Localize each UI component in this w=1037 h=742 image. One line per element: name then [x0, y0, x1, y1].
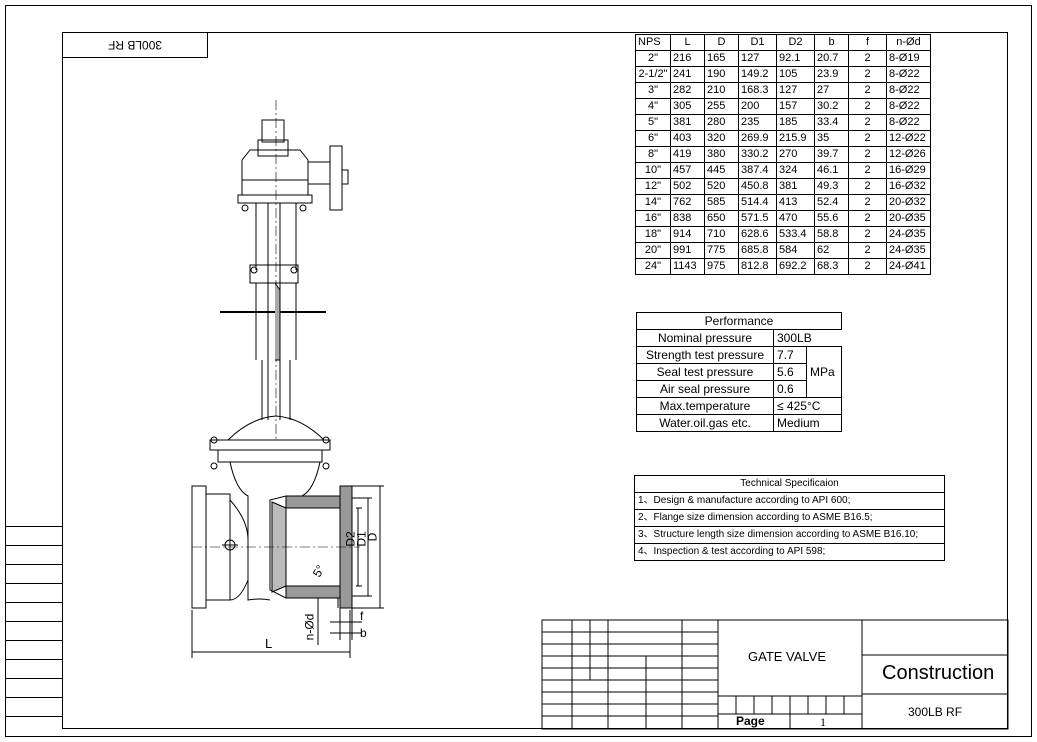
table-cell: 12-Ø26: [886, 146, 931, 163]
medium-value: Medium: [773, 414, 842, 432]
table-cell: 381: [776, 178, 815, 195]
table-cell: 975: [704, 258, 739, 275]
dim-label-f: f: [360, 609, 364, 623]
table-cell: 270: [776, 146, 815, 163]
page-number: 1: [820, 715, 826, 729]
product-name: GATE VALVE: [748, 649, 827, 664]
stem-top: [261, 119, 285, 143]
table-cell: 1143: [670, 258, 705, 275]
air-label: Air seal pressure: [636, 380, 774, 398]
seal-label: Seal test pressure: [636, 363, 774, 381]
table-cell: 200: [738, 98, 777, 115]
tech-spec-item: 4、Inspection & test according to API 598…: [634, 543, 945, 561]
table-cell: 185: [776, 114, 815, 131]
table-cell: 20": [635, 242, 671, 259]
table-cell: 23.9: [814, 66, 849, 83]
table-cell: 650: [704, 210, 739, 227]
table-header-row: NPS L D D1 D2 b f n-Ød: [635, 34, 931, 51]
table-cell: 20-Ø32: [886, 194, 931, 211]
nominal-label: Nominal pressure: [636, 329, 774, 347]
table-cell: 39.7: [814, 146, 849, 163]
page-label: Page: [736, 714, 765, 728]
pressure-unit: MPa: [806, 346, 842, 398]
table-cell: 585: [704, 194, 739, 211]
table-cell: 127: [738, 50, 777, 67]
table-cell: 381: [670, 114, 705, 131]
side-revision-strip: [5, 526, 62, 735]
table-cell: 387.4: [738, 162, 777, 179]
table-cell: 10": [635, 162, 671, 179]
table-cell: 2-1/2": [635, 66, 671, 83]
technical-spec-table: Technical Specificaion 1、Design & manufa…: [634, 475, 945, 561]
table-cell: 320: [704, 130, 739, 147]
table-cell: 165: [704, 50, 739, 67]
drawing-title: Construction: [882, 662, 995, 684]
table-cell: 24-Ø41: [886, 258, 931, 275]
performance-table: Performance Nominal pressure 300LB Stren…: [636, 312, 842, 432]
dim-label-b: b: [360, 626, 367, 640]
medium-label: Water.oil.gas etc.: [636, 414, 774, 432]
dim-label-l: L: [265, 636, 273, 651]
table-cell: 12": [635, 178, 671, 195]
table-cell: 168.3: [738, 82, 777, 99]
table-cell: 812.8: [738, 258, 777, 275]
table-cell: 24": [635, 258, 671, 275]
table-cell: 52.4: [814, 194, 849, 211]
drawing-border: [62, 32, 1008, 729]
table-cell: 68.3: [814, 258, 849, 275]
table-cell: 282: [670, 82, 705, 99]
table-cell: 16": [635, 210, 671, 227]
temp-label: Max.temperature: [636, 397, 774, 415]
performance-title: Performance: [636, 312, 842, 330]
table-cell: 20-Ø35: [886, 210, 931, 227]
bonnet-dome: [227, 415, 325, 441]
outer-frame: [5, 5, 1032, 737]
table-cell: 450.8: [738, 178, 777, 195]
table-cell: 8-Ø19: [886, 50, 931, 67]
header-cell: n-Ød: [886, 34, 931, 51]
table-cell: 502: [670, 178, 705, 195]
table-cell: 49.3: [814, 178, 849, 195]
table-cell: 24-Ø35: [886, 242, 931, 259]
table-cell: 241: [670, 66, 705, 83]
table-cell: 445: [704, 162, 739, 179]
table-cell: 8-Ø22: [886, 66, 931, 83]
drawing-spec: 300LB RF: [908, 705, 963, 719]
table-cell: 692.2: [776, 258, 815, 275]
